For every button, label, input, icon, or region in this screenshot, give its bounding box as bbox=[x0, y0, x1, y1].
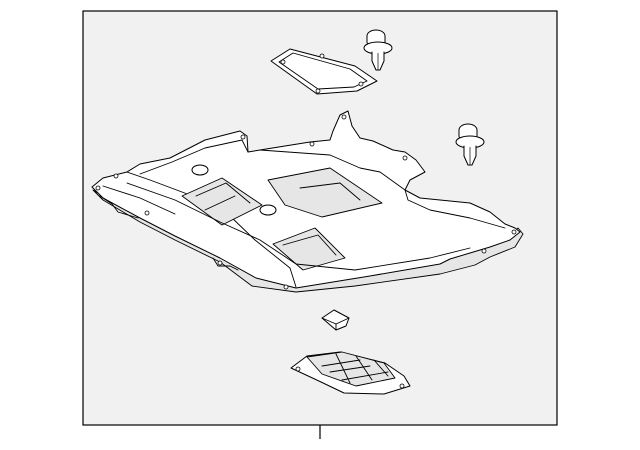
push-clip-upper[interactable] bbox=[363, 29, 393, 71]
engine-under-cover[interactable] bbox=[91, 110, 524, 293]
push-clip-lower[interactable] bbox=[455, 123, 485, 166]
grid-bracket[interactable] bbox=[290, 351, 411, 395]
small-clip[interactable] bbox=[321, 309, 350, 331]
access-lid[interactable] bbox=[270, 48, 378, 95]
